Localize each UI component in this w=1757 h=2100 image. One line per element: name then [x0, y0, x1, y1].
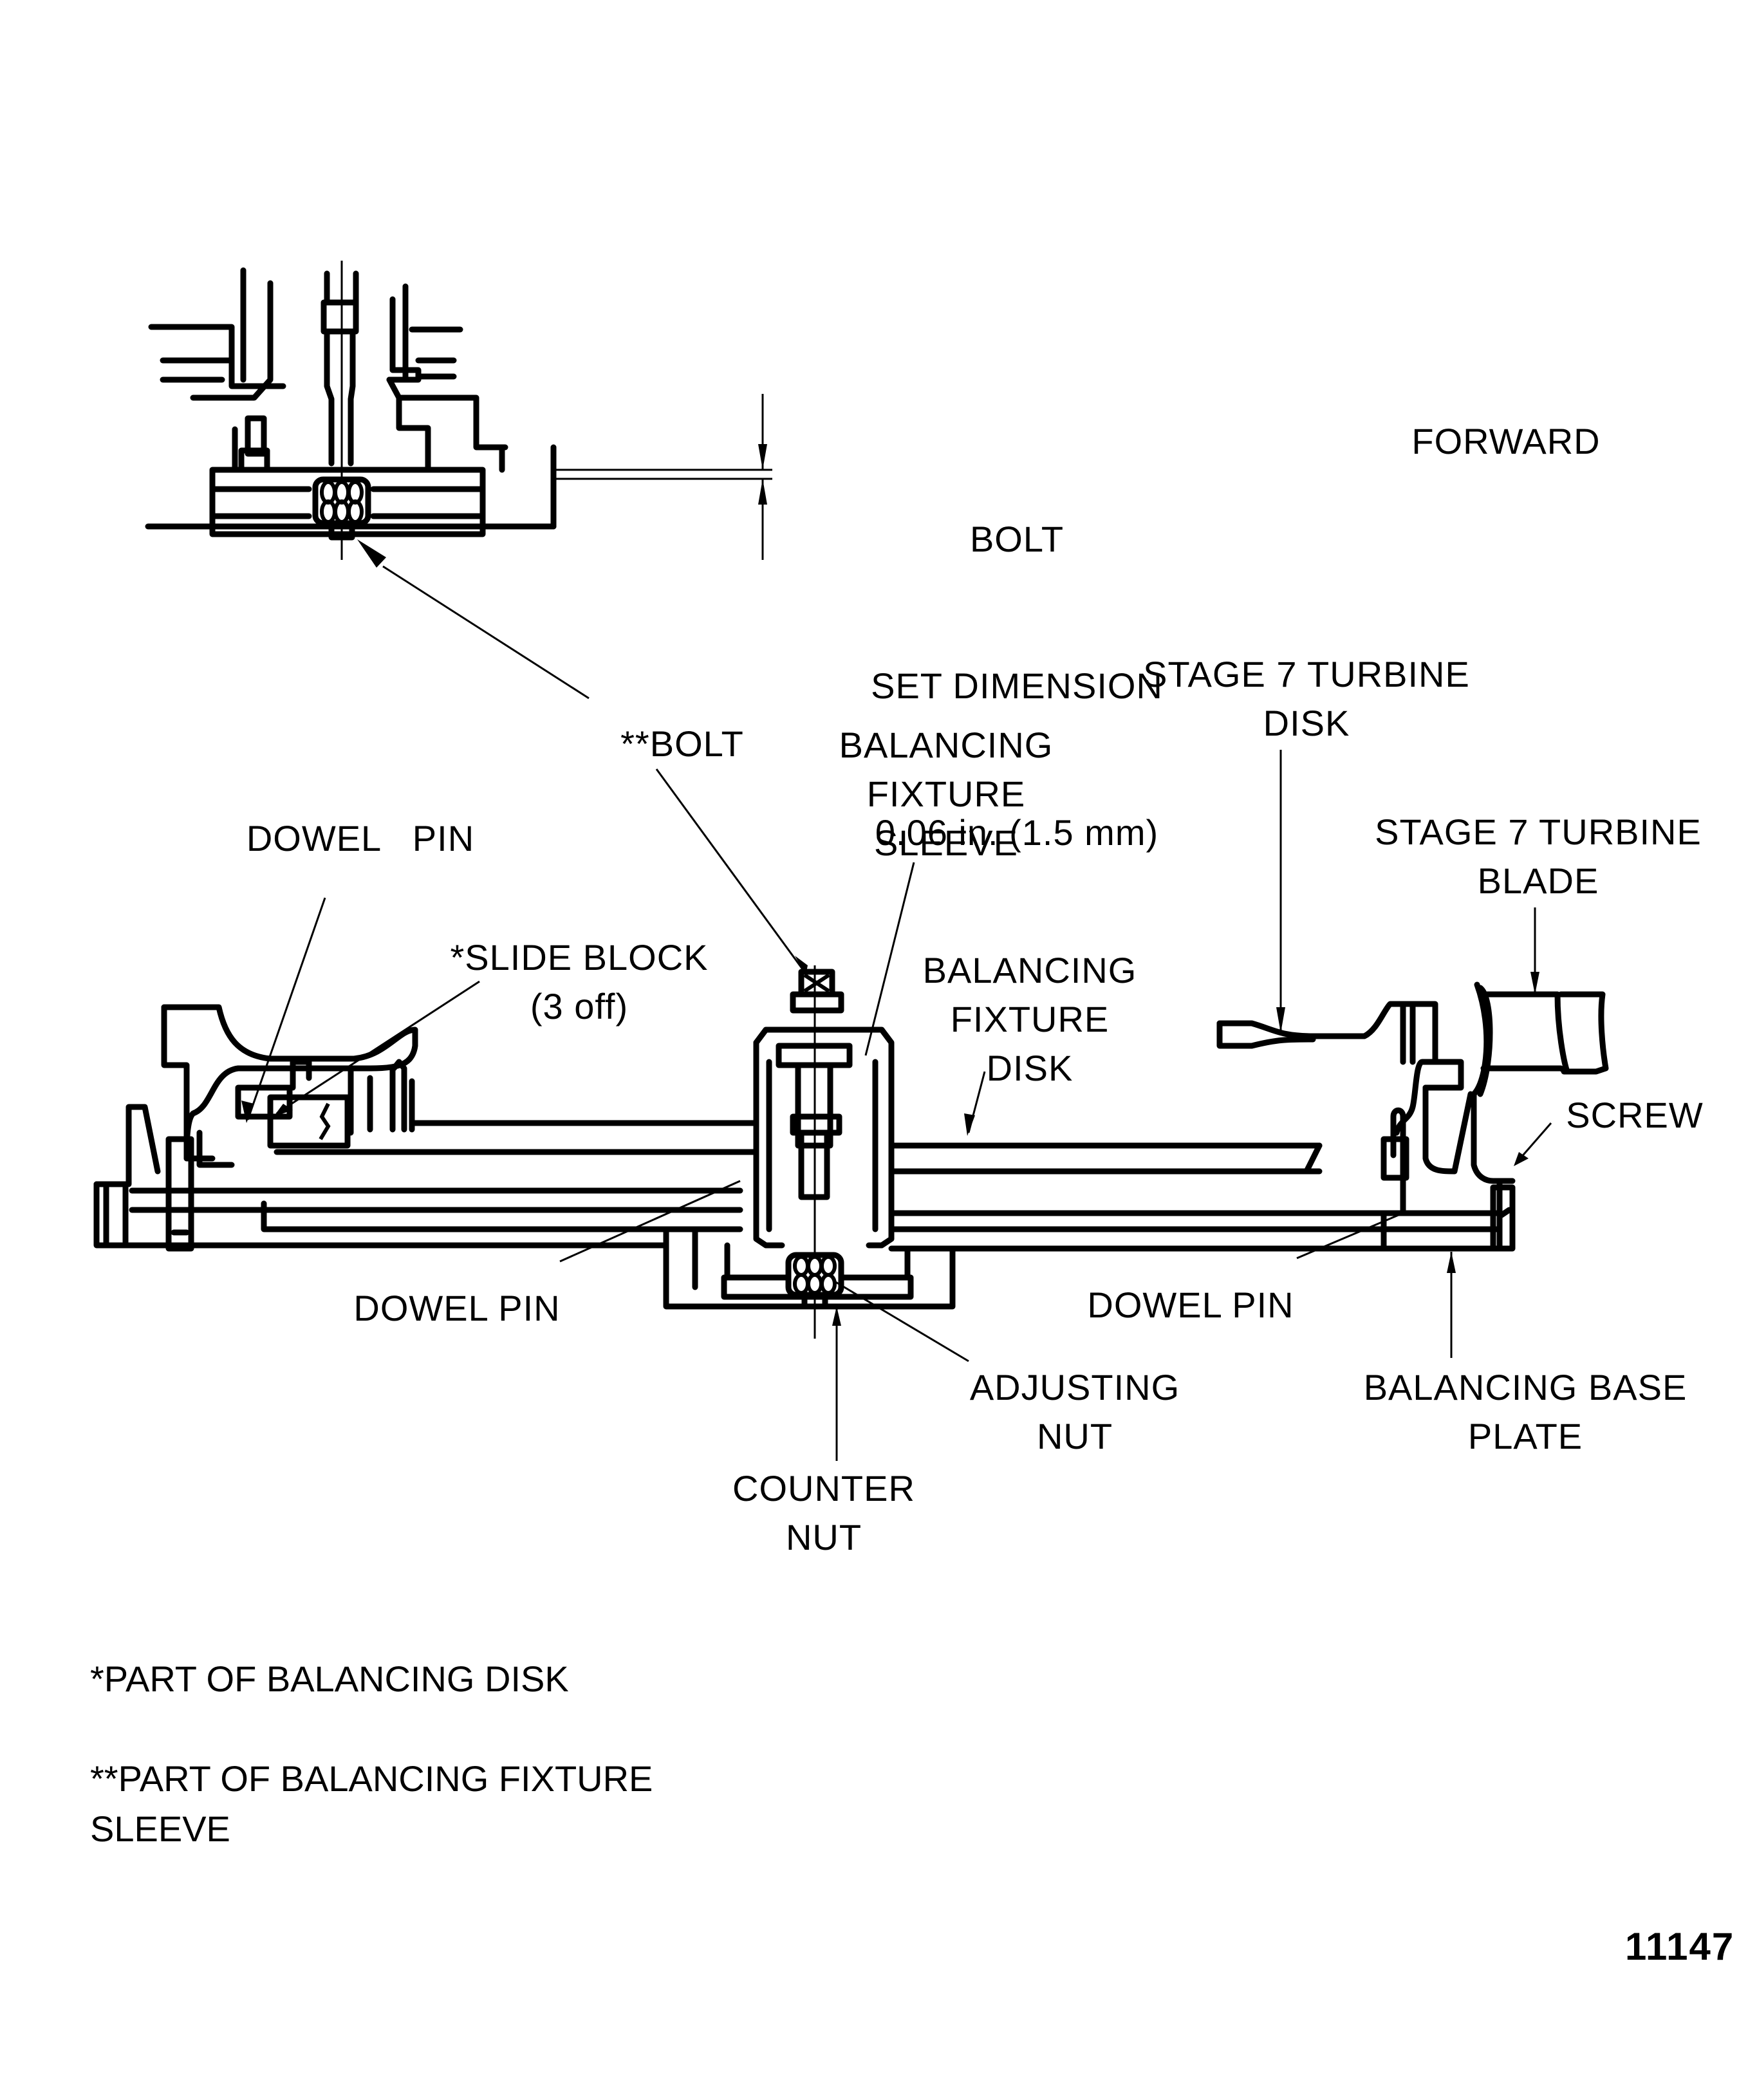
- main-assembly-section: [93, 965, 1609, 1339]
- adjusting-nut-label: ADJUSTING NUT: [969, 1367, 1180, 1456]
- leader-lines: [241, 750, 1552, 1461]
- dowel-pin-top-label: DOWEL PIN: [246, 818, 475, 859]
- set-dimension-arrows: [553, 394, 772, 560]
- slide-block-label: *SLIDE BLOCK (3 off): [450, 937, 709, 1027]
- figure-number: 11147: [1625, 1925, 1735, 1968]
- bolt-set-detail-view: [145, 261, 772, 560]
- lower-nut-stack: [785, 1252, 844, 1310]
- bolt-label: **BOLT: [620, 723, 744, 764]
- footnote-fixture-sleeve: **PART OF BALANCING FIXTURE SLEEVE: [90, 1758, 653, 1849]
- counter-nut-label: COUNTER NUT: [732, 1468, 915, 1557]
- stage7-turbine-disk-label: STAGE 7 TURBINE DISK: [1143, 654, 1470, 743]
- screw-label: SCREW: [1566, 1095, 1704, 1135]
- dimension-line-3: 0.06 in. (1.5 mm): [875, 812, 1159, 853]
- balancing-base-plate-label: BALANCING BASE PLATE: [1363, 1367, 1687, 1456]
- balancing-fixture-disk-label: BALANCING FIXTURE DISK: [922, 950, 1137, 1088]
- forward-label: FORWARD: [1411, 421, 1601, 461]
- dimension-line-1: BOLT: [969, 519, 1064, 559]
- balancing-fixture-sleeve-label: BALANCING FIXTURE SLEEVE: [839, 725, 1054, 863]
- detail-nut-stack: [312, 476, 371, 541]
- stage7-turbine-blade-label: STAGE 7 TURBINE BLADE: [1375, 812, 1702, 901]
- footnote-balancing-disk: *PART OF BALANCING DISK: [90, 1659, 569, 1699]
- dowel-pin-left-label: DOWEL PIN: [353, 1288, 561, 1328]
- bolt-leader-upper: [382, 565, 590, 700]
- dimension-line-2: SET DIMENSION: [871, 665, 1163, 706]
- bolt-set-dimension-label: BOLT SET DIMENSION 0.06 in. (1.5 mm): [843, 417, 1191, 906]
- dowel-pin-right-label: DOWEL PIN: [1087, 1285, 1294, 1325]
